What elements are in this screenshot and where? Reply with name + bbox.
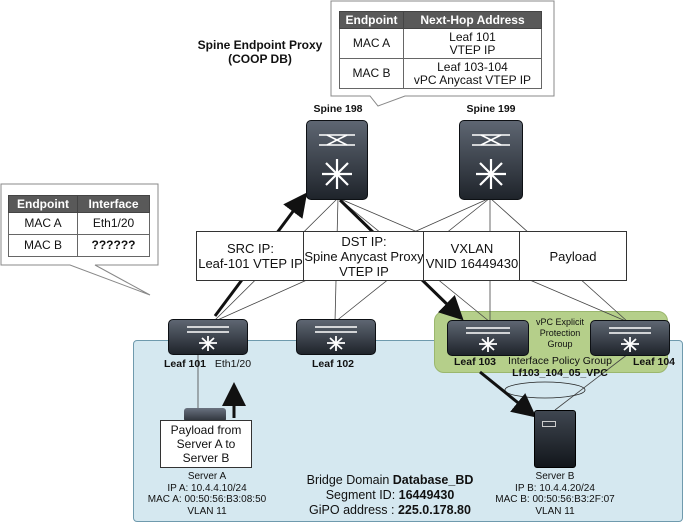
server-b-device — [534, 410, 576, 468]
leaf-103-label: Leaf 103 — [453, 356, 497, 368]
ipg-line2: Lf103_104_05_VPC — [512, 367, 608, 379]
leaf-cell-endpoint: MAC A — [8, 212, 78, 235]
link-l104-serverb — [554, 353, 629, 411]
leaf-cell-endpoint: MAC B — [8, 234, 78, 257]
leaf-104-device — [590, 320, 670, 356]
table-row: MAC B ?????? — [8, 234, 150, 257]
coop-cell-next-hop: Leaf 103-104 vPC Anycast VTEP IP — [403, 58, 542, 89]
next-hop-line: vPC Anycast VTEP IP — [413, 72, 532, 87]
bd-prefix: Bridge Domain — [306, 473, 393, 487]
leaf-101-label: Leaf 101 — [163, 358, 207, 370]
server-a-vlan: VLAN 11 — [187, 505, 227, 517]
dst-ip-line2: Spine Anycast Proxy — [304, 248, 424, 264]
spine-199-label: Spine 199 — [466, 103, 516, 115]
coop-cell-next-hop: Leaf 101 VTEP IP — [403, 28, 542, 59]
src-ip-line2: Leaf-101 VTEP IP — [198, 256, 303, 271]
spine-199-device — [459, 120, 523, 200]
dst-ip-line1: DST IP: — [341, 233, 387, 249]
leaf-header-interface: Interface — [77, 195, 150, 213]
leaf-101-icon — [187, 326, 229, 351]
spine-199-icon — [472, 134, 510, 189]
coop-title-line2: (COOP DB) — [228, 52, 292, 66]
leaf-104-label: Leaf 104 — [632, 356, 676, 368]
vpc-line2: Protection — [539, 328, 581, 338]
leaf-104-icon — [609, 327, 651, 352]
table-row: MAC A Leaf 101 VTEP IP — [339, 28, 542, 59]
bd-name-line: Bridge Domain Database_BD — [290, 473, 490, 488]
server-b-ip: IP B: 10.4.4.20/24 — [515, 482, 595, 494]
leaf-102-device — [296, 319, 376, 355]
coop-table: Endpoint Next-Hop Address MAC A Leaf 101… — [339, 11, 542, 89]
spine-198-label: Spine 198 — [313, 103, 363, 115]
vxlan-line1: VXLAN — [450, 241, 494, 256]
coop-title: Spine Endpoint Proxy (COOP DB) — [180, 38, 340, 66]
segment-line: Segment ID: 16449430 — [290, 488, 490, 503]
server-a-info: Server A IP A: 10.4.4.10/24 MAC A: 00:50… — [142, 471, 272, 517]
payload-line3: Server B — [182, 451, 230, 465]
dst-ip-line3: VTEP IP — [339, 263, 389, 279]
server-a-device — [184, 408, 226, 422]
bridge-domain-info: Bridge Domain Database_BD Segment ID: 16… — [290, 473, 490, 518]
table-row: MAC A Eth1/20 — [8, 212, 150, 235]
gipo-prefix: GiPO address : — [309, 503, 398, 517]
leaf-103-icon — [466, 327, 510, 352]
spine-198-icon — [319, 134, 355, 189]
leaf-cell-interface: ?????? — [77, 234, 150, 257]
vpc-line3: Group — [547, 339, 573, 349]
gipo-address: 225.0.178.80 — [397, 503, 471, 517]
payload-box: Payload from Server A to Server B — [160, 420, 252, 468]
src-ip-line1: SRC IP: — [227, 241, 274, 256]
coop-header-next-hop: Next-Hop Address — [403, 11, 542, 29]
coop-cell-endpoint: MAC A — [339, 28, 404, 59]
server-b-vlan: VLAN 11 — [535, 505, 575, 517]
table-row: MAC B Leaf 103-104 vPC Anycast VTEP IP — [339, 58, 542, 89]
leaf-102-label: Leaf 102 — [311, 358, 355, 370]
leaf-table: Endpoint Interface MAC A Eth1/20 MAC B ?… — [8, 195, 150, 257]
ipg-line1: Interface Policy Group — [508, 355, 612, 367]
server-b-drive-icon — [542, 421, 556, 427]
leaf-103-device — [447, 320, 529, 356]
server-b-mac: MAC B: 00:50:56:B3:2F:07 — [495, 494, 615, 505]
interface-policy-group-label: Interface Policy Group Lf103_104_05_VPC — [500, 355, 620, 379]
coop-cell-endpoint: MAC B — [339, 58, 404, 89]
next-hop-line: VTEP IP — [449, 42, 496, 57]
payload-header: Payload — [519, 231, 627, 281]
server-a-ip: IP A: 10.4.4.10/24 — [167, 482, 247, 494]
port-channel-ellipse — [504, 381, 586, 399]
src-ip-header: SRC IP: Leaf-101 VTEP IP — [196, 231, 305, 281]
vpc-group-label: vPC Explicit Protection Group — [530, 317, 590, 350]
gipo-line: GiPO address : 225.0.178.80 — [290, 503, 490, 518]
leaf-cell-interface: Eth1/20 — [77, 212, 150, 235]
payload-header-text: Payload — [549, 248, 597, 264]
next-hop-line: Leaf 101 — [449, 29, 496, 44]
bd-name: Database_BD — [392, 473, 474, 487]
vxlan-header: VXLAN VNID 16449430 — [423, 231, 521, 281]
leaf-102-icon — [315, 326, 357, 351]
server-a-name: Server A — [187, 471, 227, 482]
leaf-101-device — [168, 319, 248, 355]
segment-id: 16449430 — [398, 488, 455, 502]
server-b-info: Server B IP B: 10.4.4.20/24 MAC B: 00:50… — [490, 471, 620, 517]
vpc-line1: vPC Explicit — [535, 317, 584, 327]
spine-198-device — [306, 120, 368, 200]
vxlan-line2: VNID 16449430 — [425, 256, 519, 271]
arrow-leaf103-to-serverb — [479, 370, 537, 418]
coop-title-line1: Spine Endpoint Proxy — [197, 38, 323, 52]
server-a-mac: MAC A: 00:50:56:B3:08:50 — [147, 494, 267, 505]
leaf-header-endpoint: Endpoint — [8, 195, 78, 213]
payload-line1: Payload from — [170, 423, 242, 437]
dst-ip-header: DST IP: Spine Anycast Proxy VTEP IP — [303, 231, 425, 281]
segment-prefix: Segment ID: — [325, 488, 399, 502]
eth-port-label: Eth1/20 — [214, 358, 252, 370]
coop-header-endpoint: Endpoint — [339, 11, 404, 29]
server-b-name: Server B — [535, 471, 575, 482]
payload-line2: Server A to — [176, 437, 236, 451]
next-hop-line: Leaf 103-104 — [437, 59, 508, 74]
